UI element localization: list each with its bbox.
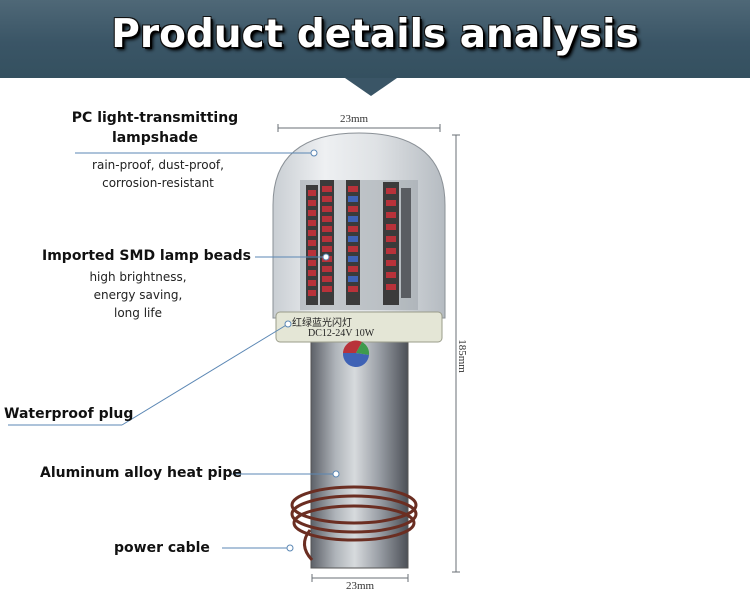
led-strip-left [306, 185, 318, 305]
lampshade-desc-line1: rain-proof, dust-proof, [92, 158, 224, 172]
beads-desc-line3: long life [114, 306, 162, 320]
power-cable [290, 485, 418, 562]
lampshade-title: PC light-transmitting lampshade [70, 108, 240, 148]
lampshade-description: rain-proof, dust-proof, corrosion-resist… [78, 156, 238, 192]
bottom-width-label: 23mm [346, 580, 375, 592]
collar-marking-line1: 红绿蓝光闪灯 [292, 318, 352, 329]
collar-marking-line2: DC12-24V 10W [308, 328, 375, 339]
beads-desc-line1: high brightness, [89, 270, 187, 284]
dimension-lines [277, 124, 460, 582]
banner-pointer [345, 78, 397, 96]
lampshade-desc-line2: corrosion-resistant [102, 176, 214, 190]
lampshade-title-line2: lampshade [111, 130, 199, 146]
beads-description: high brightness, energy saving, long lif… [78, 268, 198, 322]
top-width-label: 23mm [340, 113, 369, 125]
lampshade-title-line1: PC light-transmitting [71, 110, 239, 126]
rgb-logo [342, 340, 370, 368]
beads-title: Imported SMD lamp beads [42, 248, 251, 264]
pipe-title: Aluminum alloy heat pipe [40, 465, 242, 481]
height-label: 185mm [455, 339, 468, 373]
leader-markers [284, 149, 340, 552]
title-banner [0, 0, 750, 78]
plug-title: Waterproof plug [4, 406, 134, 422]
led-strip-right [383, 182, 411, 305]
leader-lines [8, 152, 336, 549]
beads-desc-line2: energy saving, [93, 288, 183, 302]
page-title: Product details analysis [111, 12, 639, 57]
led-strip-center-left [320, 180, 334, 305]
led-strip-center [346, 180, 360, 305]
cable-title: power cable [114, 540, 210, 556]
